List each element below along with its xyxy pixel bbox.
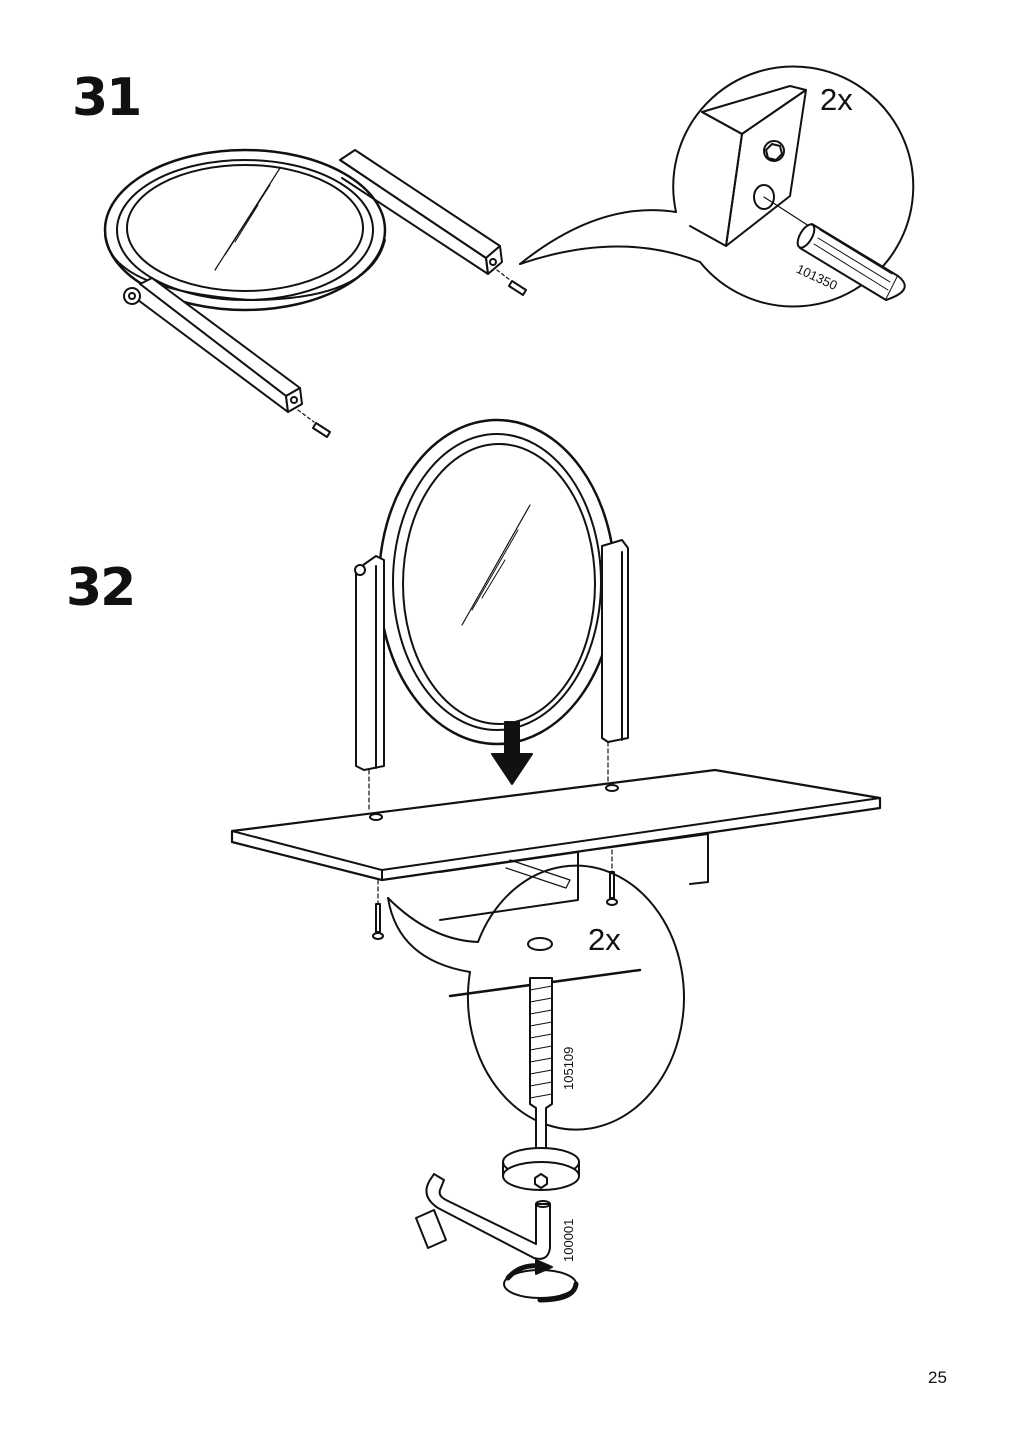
- arrow-down-icon: [492, 722, 532, 784]
- side-post-icon: [355, 556, 384, 812]
- shelf-board: [232, 770, 880, 920]
- screw-icon: [607, 850, 617, 905]
- side-post-icon: [340, 150, 502, 274]
- tool-part-number-label: 100001: [561, 1218, 576, 1262]
- quantity-label: 2x: [820, 82, 853, 117]
- page-number: 25: [928, 1368, 947, 1387]
- side-post-icon: [602, 540, 628, 786]
- wooden-dowel-icon: [298, 410, 330, 437]
- rotate-arrow-icon: [504, 1260, 576, 1300]
- quantity-label: 2x: [588, 922, 621, 957]
- part-number-label: 105109: [561, 1046, 576, 1090]
- side-post-icon: [124, 278, 302, 412]
- step-number-32: 32: [66, 558, 136, 618]
- step-number-31: 31: [72, 68, 142, 128]
- mirror-frame-icon: [379, 420, 615, 744]
- wooden-dowel-icon: [497, 270, 526, 295]
- wooden-dowel-icon: [794, 222, 904, 300]
- screw-icon: [373, 880, 383, 939]
- detail-callout: [520, 66, 913, 306]
- allen-key-icon: [416, 1174, 550, 1259]
- mirror-frame-icon: [105, 150, 385, 310]
- screw-icon: [503, 978, 579, 1190]
